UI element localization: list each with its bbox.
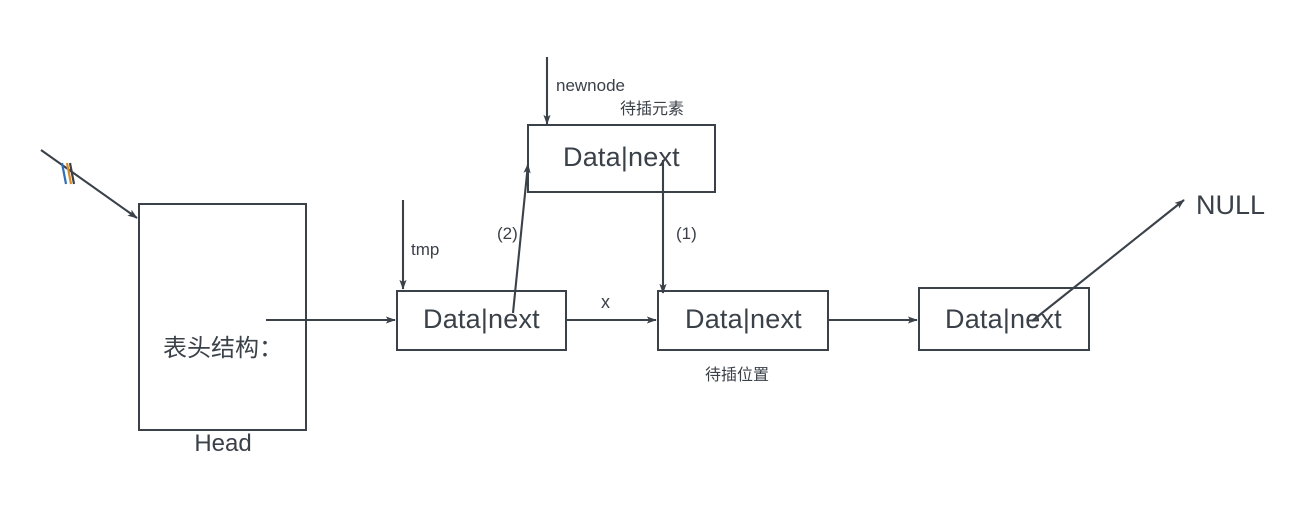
head-structure-line2: Head [194,430,252,458]
caption-newnode-cn: 待插元素 [620,101,685,118]
label-step-2: (2) [497,224,518,243]
node-label-tmp: Data|next [423,304,540,334]
head-structure-line1: 表头结构： [163,335,283,363]
label-broken-link: x [601,292,610,312]
caption-tmp: tmp [411,240,440,259]
cursor-mark-icon [60,162,76,185]
caption-newnode: newnode [556,76,626,95]
caption-null: NULL [1196,190,1266,220]
arrow-tail-to-null [1031,199,1185,322]
head-structure-label: 表头结构： Head clen [148,270,298,508]
node-label-tail: Data|next [945,304,1062,334]
node-label-insert-pos: Data|next [685,304,802,334]
label-step-1: (1) [676,224,697,243]
arrow-to-head [40,149,138,219]
caption-insert-pos-cn: 待插位置 [705,367,770,384]
node-label-newnode: Data|next [563,142,680,172]
